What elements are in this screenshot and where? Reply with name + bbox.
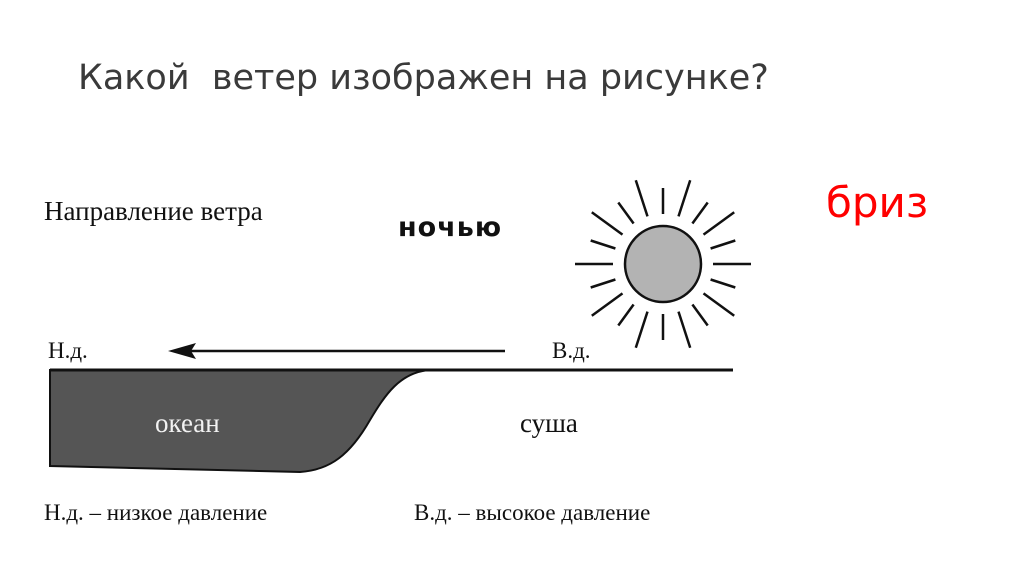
legend-high-pressure: В.д. – высокое давление bbox=[414, 500, 651, 525]
legend-low-pressure: Н.д. – низкое давление bbox=[44, 500, 268, 525]
sun-ray bbox=[691, 303, 709, 327]
sun-ray bbox=[634, 179, 649, 217]
sun-ray bbox=[634, 311, 649, 349]
sun-ray bbox=[702, 211, 735, 236]
sun-ray bbox=[677, 311, 692, 349]
sun-ray bbox=[591, 292, 624, 317]
sun-ray bbox=[590, 278, 616, 289]
ocean-label: океан bbox=[155, 408, 220, 438]
high-pressure-marker: В.д. bbox=[552, 338, 591, 363]
sun-ray bbox=[590, 239, 616, 250]
sun-ray bbox=[591, 211, 624, 236]
sun-ray bbox=[691, 201, 709, 225]
slide-title: Какой ветер изображен на рисунке? bbox=[78, 58, 769, 98]
sun-ray bbox=[710, 278, 736, 289]
answer-text: бриз bbox=[826, 178, 929, 227]
sun-ray bbox=[617, 201, 635, 225]
sun-icon bbox=[575, 179, 751, 349]
ocean-shape bbox=[49, 369, 431, 474]
low-pressure-marker: Н.д. bbox=[48, 338, 88, 363]
time-of-day-label: ночью bbox=[398, 212, 503, 243]
sun-ray bbox=[702, 292, 735, 317]
wind-direction-label: Направление ветра bbox=[44, 196, 263, 226]
sun-ray bbox=[617, 303, 635, 327]
land-label: суша bbox=[520, 408, 578, 438]
arrow-left-icon bbox=[168, 343, 505, 359]
sun-ray bbox=[710, 239, 736, 250]
sun-ray bbox=[677, 179, 692, 217]
